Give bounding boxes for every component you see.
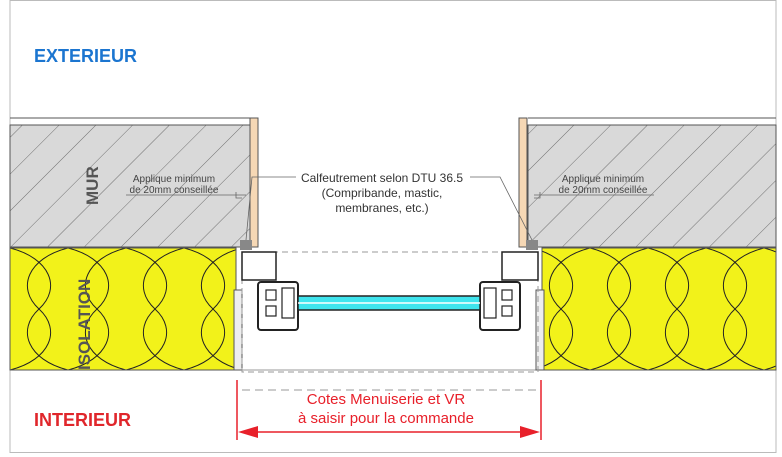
exterior-label: EXTERIEUR: [34, 46, 137, 66]
sealing-line-1: Calfeutrement selon DTU 36.5: [301, 171, 463, 185]
wall-left: [9, 124, 251, 248]
plaster-left: [233, 289, 243, 371]
sealing-line-2: (Compribande, mastic,: [322, 186, 443, 200]
dimension-text-1: Cotes Menuiserie et VR: [307, 391, 466, 408]
seal-left: [240, 240, 252, 250]
lining-left: [249, 117, 259, 248]
arrow-left-icon: [238, 426, 258, 438]
leader-left: [245, 176, 296, 241]
wall-label: MUR: [83, 166, 102, 205]
sealing-line-3: membranes, etc.): [335, 201, 428, 215]
insulation-label: ISOLATION: [75, 279, 94, 370]
applique-left-line-1: Applique minimum: [133, 174, 215, 185]
seal-right: [526, 240, 538, 250]
leader-right: [470, 176, 533, 241]
wall-right: [527, 124, 777, 248]
window-profile-left: [241, 251, 299, 331]
insulation-left: [9, 247, 237, 371]
dimension-text-2: à saisir pour la commande: [298, 410, 474, 427]
applique-right-line-2: de 20mm conseillée: [559, 185, 648, 196]
applique-right-line-1: Applique minimum: [562, 174, 644, 185]
applique-left-line-2: de 20mm conseillée: [130, 185, 219, 196]
lining-right: [518, 117, 528, 248]
interior-label: INTERIEUR: [34, 410, 131, 430]
insulation-right: [541, 247, 777, 371]
window-profile-right: [479, 251, 539, 331]
arrow-right-icon: [520, 426, 540, 438]
opening-outline: [241, 251, 539, 373]
plaster-right: [535, 289, 545, 371]
